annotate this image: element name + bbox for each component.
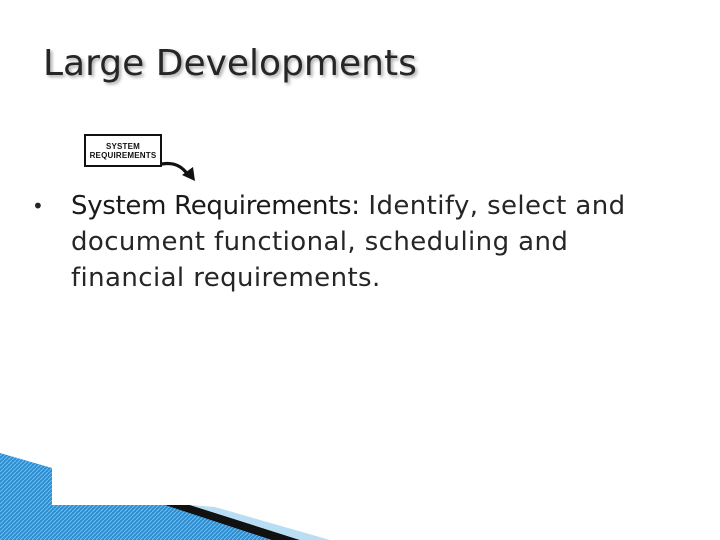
bullet-list: • System Requirements: Identify, select a… bbox=[30, 188, 680, 296]
corner-light-stripe bbox=[190, 505, 330, 540]
bullet-term: System Requirements: bbox=[71, 191, 360, 221]
corner-bottom-band bbox=[52, 505, 300, 540]
system-requirements-box: SYSTEM REQUIREMENTS bbox=[84, 134, 162, 167]
icon-label-line1: SYSTEM bbox=[105, 141, 141, 151]
corner-left-panel bbox=[0, 453, 52, 540]
slide-title: Large Developments bbox=[43, 43, 417, 84]
icon-label-line2: REQUIREMENTS bbox=[89, 150, 157, 160]
bullet-marker: • bbox=[32, 194, 44, 218]
system-requirements-box-icon: SYSTEM REQUIREMENTS bbox=[84, 134, 202, 184]
curved-arrow-icon bbox=[160, 161, 195, 181]
bullet-item: • System Requirements: Identify, select a… bbox=[30, 188, 680, 296]
corner-dark-stripe bbox=[165, 505, 300, 540]
bullet-description: Identify, select and document functional… bbox=[71, 191, 626, 293]
